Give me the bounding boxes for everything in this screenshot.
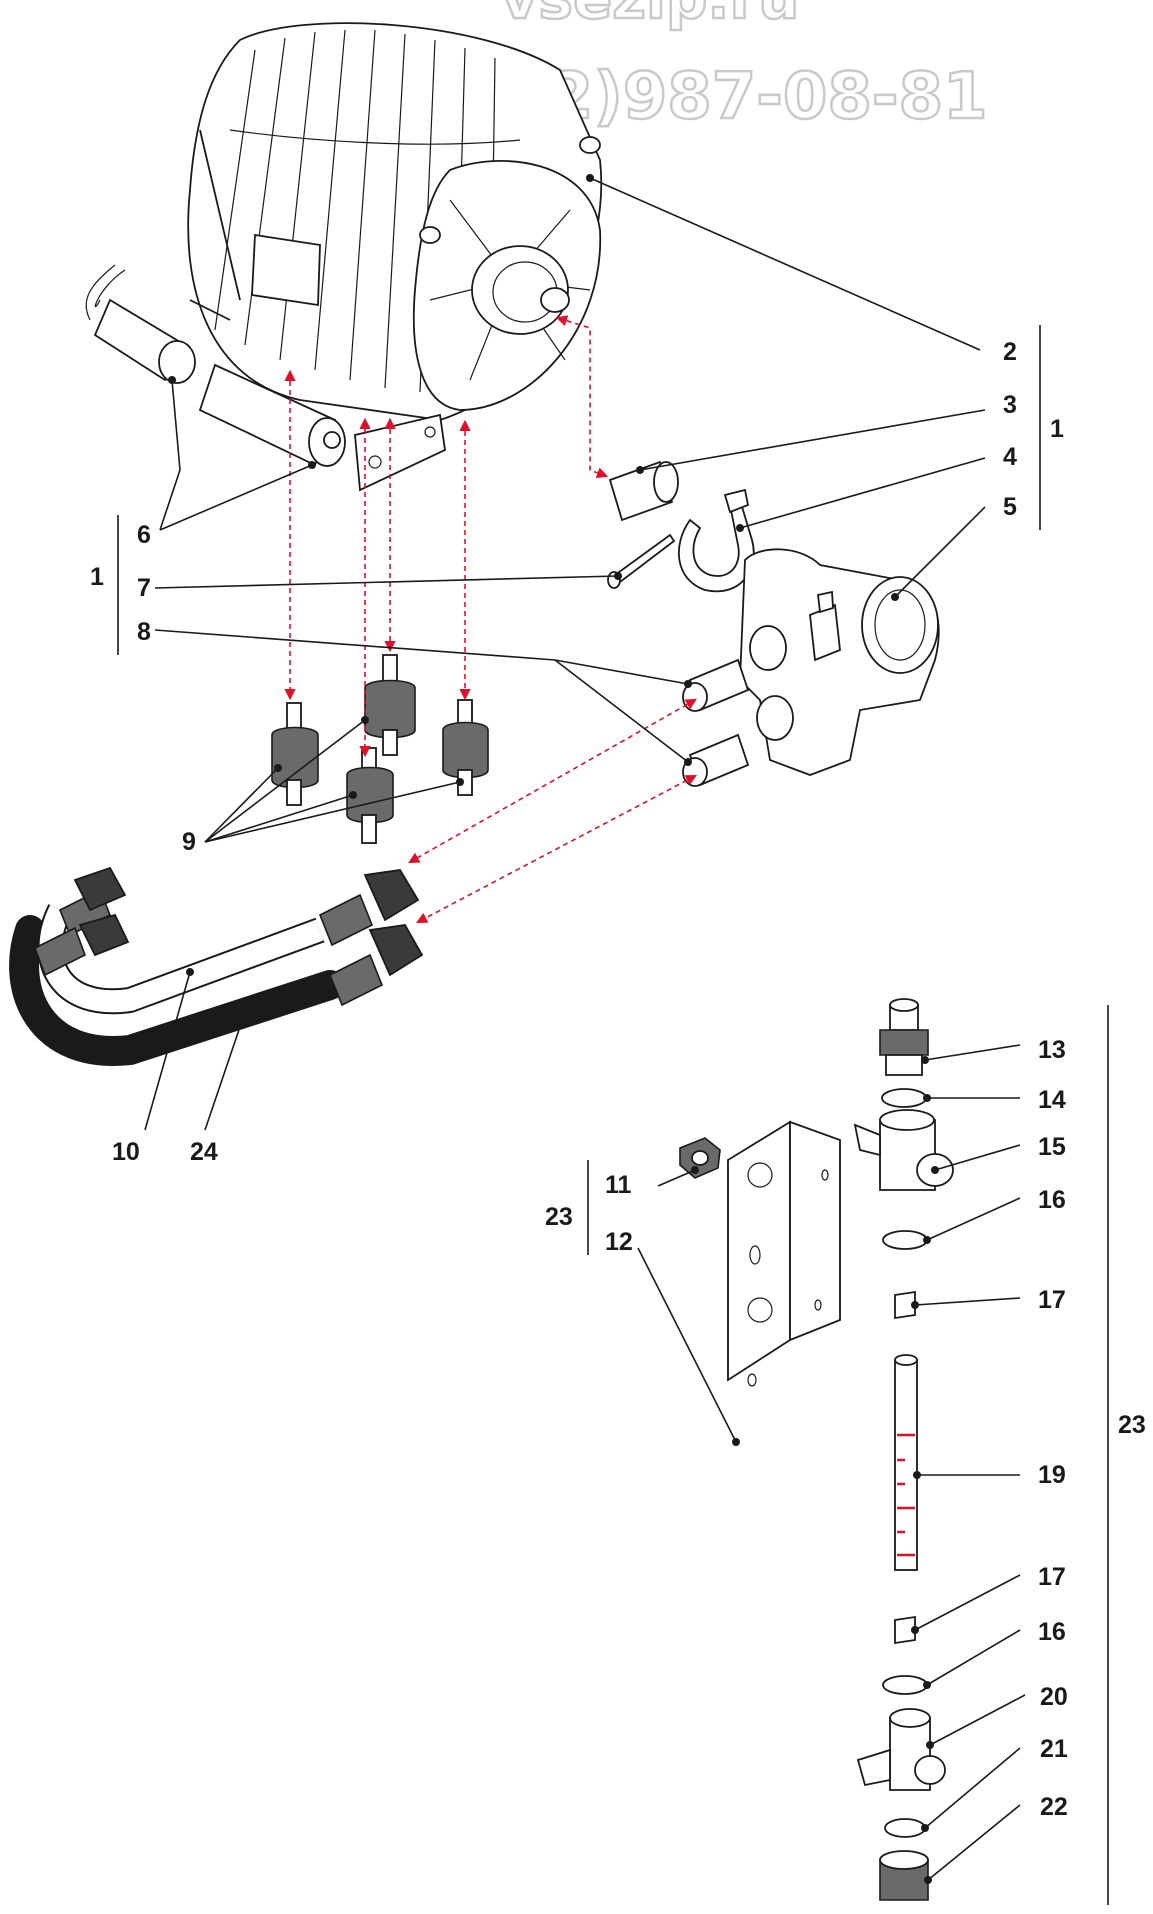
callout-labels: 2 3 4 5 1 6 1 7 8 9 10 24 11 23 12 13 14… (90, 338, 1146, 1821)
part-8-nipples (682, 658, 750, 787)
part-3-coupling (608, 460, 679, 522)
part-17-insert-top (894, 1290, 916, 1320)
callout-6: 6 (137, 521, 151, 549)
callout-23-left: 23 (545, 1203, 573, 1231)
part-4-clamp (677, 488, 755, 593)
part-19-sight-tube (894, 1354, 918, 1571)
part-16-washer-bottom (882, 1675, 928, 1695)
part-15-tee (853, 1109, 954, 1191)
callout-3: 3 (1003, 391, 1017, 419)
part-7-screw (607, 533, 676, 589)
callout-2: 2 (1003, 338, 1017, 366)
callout-4: 4 (1003, 443, 1017, 471)
capacitors (85, 264, 346, 467)
callout-19: 19 (1038, 1461, 1066, 1489)
part-5-pump-housing (739, 548, 940, 776)
callout-8: 8 (137, 618, 151, 646)
part-22-plug (879, 1850, 929, 1901)
watermark-site: vsezip.ru (501, 0, 800, 32)
part-11-nut (679, 1137, 721, 1179)
callout-1-right: 1 (1050, 415, 1064, 443)
part-13-fitting (879, 998, 929, 1076)
callout-11: 11 (605, 1171, 632, 1199)
callout-9: 9 (182, 828, 196, 856)
callout-15: 15 (1038, 1133, 1066, 1161)
callout-16-top: 16 (1038, 1186, 1066, 1214)
callout-12: 12 (605, 1228, 633, 1256)
part-17-insert-bottom (894, 1615, 916, 1645)
hoses (9, 866, 424, 1066)
part-21-washer (884, 1818, 926, 1838)
callout-13: 13 (1038, 1036, 1066, 1064)
callout-1-left: 1 (90, 563, 104, 591)
part-20-tee (856, 1708, 946, 1791)
assembly-arrows (284, 315, 697, 924)
callout-22: 22 (1040, 1793, 1068, 1821)
leader-lines (117, 174, 1109, 1905)
callout-14: 14 (1038, 1086, 1066, 1114)
part-16-washer-top (882, 1230, 928, 1250)
callout-21: 21 (1040, 1735, 1068, 1763)
callout-23-right: 23 (1118, 1411, 1146, 1439)
callout-10: 10 (112, 1138, 140, 1166)
callout-20: 20 (1040, 1683, 1068, 1711)
callout-16-bottom: 16 (1038, 1618, 1066, 1646)
callout-5: 5 (1003, 493, 1017, 521)
callout-7: 7 (137, 574, 151, 602)
callout-24: 24 (190, 1138, 218, 1166)
part-9-mounts (271, 654, 489, 844)
part-14-washer (881, 1088, 927, 1108)
callout-17-bottom: 17 (1038, 1563, 1066, 1591)
motor-assembly (187, 22, 603, 492)
part-12-bracket (727, 1120, 841, 1387)
callout-17-top: 17 (1038, 1286, 1066, 1314)
